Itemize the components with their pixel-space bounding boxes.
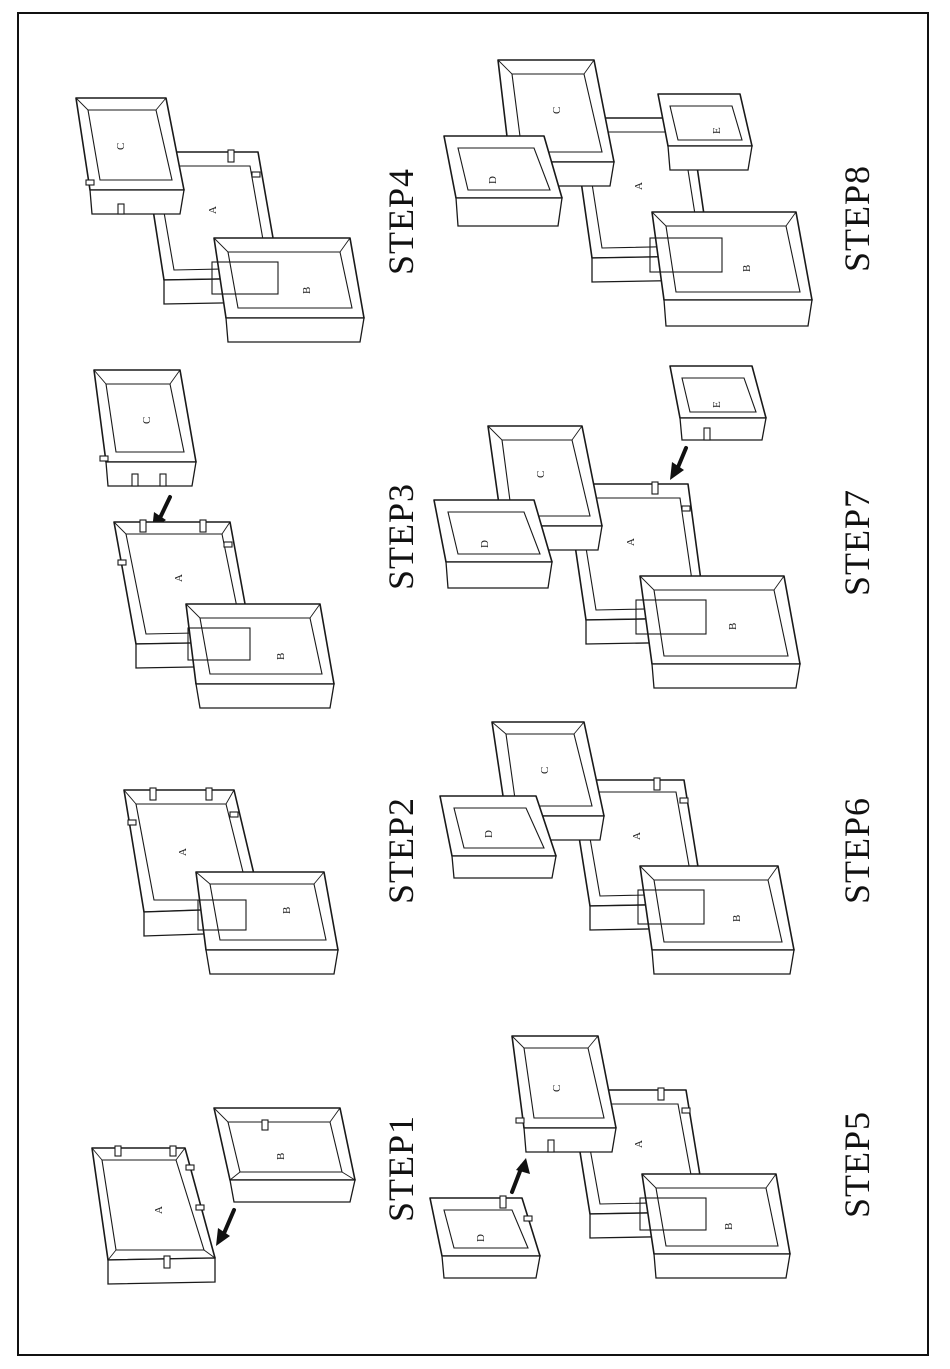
box-label: D [475, 1234, 487, 1242]
box-label: C [551, 1085, 563, 1092]
box-e: E [658, 94, 752, 170]
box-label: A [625, 538, 637, 546]
step-4-drawing: A C B [76, 98, 364, 342]
box-b: B [636, 576, 800, 688]
box-b: B [196, 872, 338, 974]
box-label: A [631, 832, 643, 840]
step-1-drawing: A B [92, 1108, 355, 1284]
box-label: D [479, 540, 491, 548]
box-b: B [212, 238, 364, 342]
box-label: A [177, 848, 189, 856]
box-label: B [275, 653, 287, 660]
box-label: B [301, 287, 313, 294]
box-label: B [275, 1153, 287, 1160]
box-label: A [173, 574, 185, 582]
box-label: B [741, 265, 753, 272]
step-7-drawing: E A C D [434, 366, 800, 688]
box-d: D [440, 796, 556, 878]
box-b: B [214, 1108, 355, 1202]
box-b: B [638, 866, 794, 974]
step-3-drawing: C A B [94, 370, 334, 708]
box-b: B [186, 604, 334, 708]
step-2-drawing: A B [124, 788, 338, 974]
box-e: E [670, 366, 766, 440]
box-label: D [483, 830, 495, 838]
box-c: C [76, 98, 184, 214]
box-label: B [731, 915, 743, 922]
step-8-drawing: A C D E B [444, 60, 812, 326]
box-c: C [94, 370, 196, 486]
step-5-drawing: A C D B [430, 1036, 790, 1278]
box-label: B [281, 907, 293, 914]
box-d: D [444, 136, 562, 226]
box-label: E [711, 127, 723, 134]
box-b: B [640, 1174, 790, 1278]
box-label: B [727, 623, 739, 630]
box-d: D [430, 1196, 540, 1278]
box-label: C [539, 767, 551, 774]
box-label: C [141, 417, 153, 424]
box-c: C [512, 1036, 616, 1152]
step-6-drawing: A C D B [440, 722, 794, 974]
box-d: D [434, 500, 552, 588]
box-label: B [723, 1223, 735, 1230]
box-label: D [487, 176, 499, 184]
box-a: A [92, 1146, 215, 1284]
box-b: B [650, 212, 812, 326]
box-label: C [115, 143, 127, 150]
box-label: C [535, 471, 547, 478]
box-label: A [153, 1206, 165, 1214]
box-label: C [551, 107, 563, 114]
box-label: A [633, 182, 645, 190]
box-label: A [633, 1140, 645, 1148]
box-label: A [207, 206, 219, 214]
box-label: E [711, 401, 723, 408]
